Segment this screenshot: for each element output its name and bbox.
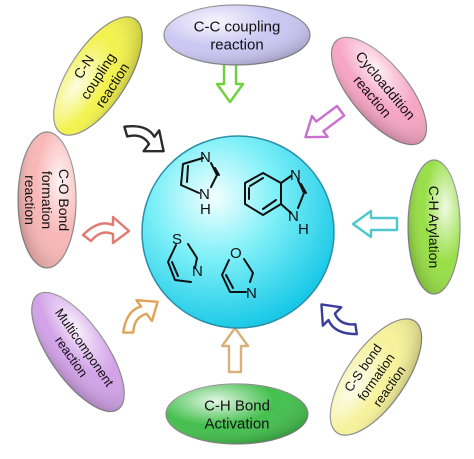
node-cycloaddition-highlight (331, 37, 427, 145)
arrows-layer (81, 56, 399, 374)
thiazole-atom-n: N (192, 263, 203, 280)
benzimidazole-structure: N N H (244, 167, 309, 238)
arrow-c-h-bond-activation-shape (220, 326, 250, 374)
arrow-c-h-arylation (351, 209, 399, 239)
arrow-c-o-bond-shape (81, 215, 131, 245)
heterocycle-core: N N H N N H S N (141, 135, 335, 329)
center-sphere (141, 135, 335, 329)
benzimidazole-atom-n2: N (288, 208, 299, 225)
benzimidazole-benzene-double (248, 177, 277, 210)
arrow-multicomponent (121, 298, 159, 334)
imidazole-bonds-right (210, 162, 218, 188)
oxazole-atom-o: O (230, 245, 242, 262)
thiazole-structure: S N (167, 231, 203, 283)
oxazole-bonds-right (243, 258, 254, 283)
node-c-c-coupling-highlight (164, 5, 310, 65)
node-c-o-bond-label-line: reaction (22, 175, 38, 225)
arrow-c-h-arylation-shape (351, 209, 399, 239)
node-c-o-bond-highlight (18, 132, 76, 268)
oxazole-bonds (221, 259, 247, 293)
imidazole-atom-n2: N (199, 186, 210, 203)
arrow-c-s-bond-shape (320, 303, 358, 336)
node-c-h-bond-activation-highlight (166, 384, 308, 444)
node-c-o-bond-label-line: formation (39, 171, 55, 229)
oxazole-atom-n: N (246, 285, 257, 302)
thiazole-bonds (167, 244, 192, 283)
benzimidazole-imidazole-double (300, 183, 307, 194)
nodes-layer: C-C couplingreactionCycloadditionreactio… (17, 4, 461, 445)
imidazole-atom-h: H (200, 201, 211, 218)
node-c-n-coupling-highlight (53, 16, 143, 136)
imidazole-atom-n1: N (200, 149, 211, 166)
node-c-h-arylation-label-line: C-H Arylation (426, 186, 442, 268)
thiazole-bonds-right (187, 243, 198, 269)
benzimidazole-atom-h: H (298, 221, 309, 238)
arrow-c-s-bond (320, 303, 358, 336)
thiazole-atom-s: S (172, 231, 182, 248)
oxazole-structure: O N (221, 245, 257, 302)
arrow-c-o-bond (81, 215, 131, 245)
node-c-h-arylation: C-H Arylation (407, 159, 461, 295)
benzimidazole-atom-n1: N (290, 167, 301, 184)
node-c-c-coupling-label-line: reaction (210, 36, 263, 53)
arrow-cycloaddition (304, 104, 346, 139)
node-c-h-bond-activation-label-line: Activation (204, 415, 269, 432)
arrow-c-n-coupling-shape (123, 125, 165, 153)
imidazole-double (214, 167, 220, 176)
arrow-cycloaddition-shape (304, 104, 346, 139)
node-multicomponent-highlight (31, 292, 125, 412)
arrow-c-h-bond-activation (220, 326, 250, 374)
node-c-h-arylation-highlight (408, 160, 460, 294)
benzimidazole-imidazole (280, 175, 305, 214)
node-c-s-bond-highlight (330, 318, 422, 436)
node-c-o-bond-label-line: C-O Bond (56, 169, 72, 231)
arrow-multicomponent-shape (121, 298, 159, 334)
node-c-h-bond-activation-label-line: C-H Bond (204, 397, 270, 414)
imidazole-structure: N N H (180, 149, 220, 218)
arrow-c-n-coupling (123, 125, 165, 153)
imidazole-bonds (180, 157, 204, 194)
node-c-c-coupling-label-line: C-C coupling (194, 18, 281, 35)
